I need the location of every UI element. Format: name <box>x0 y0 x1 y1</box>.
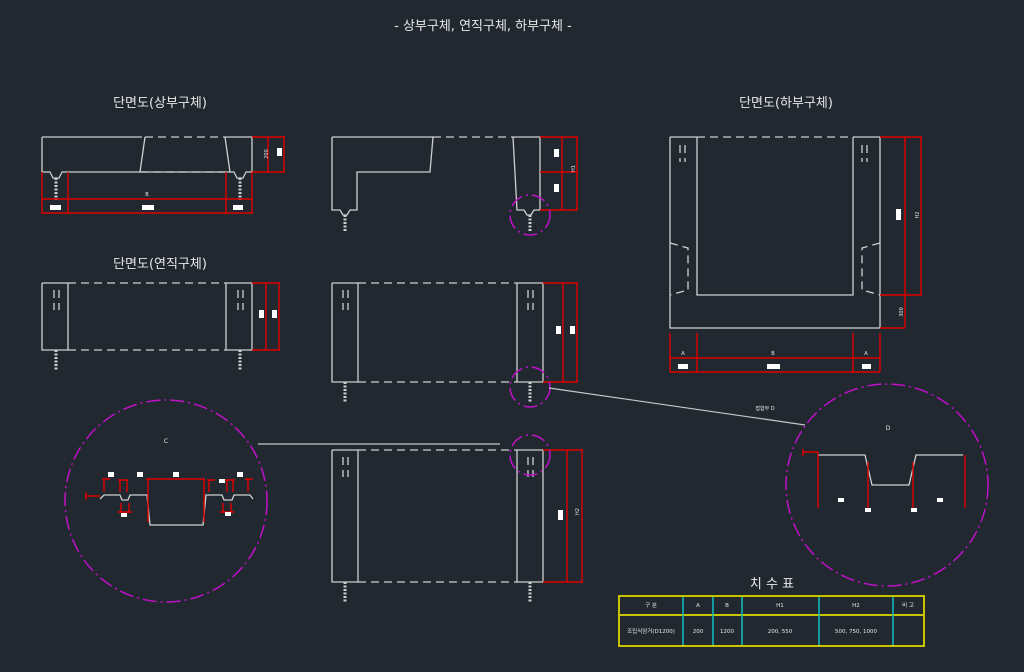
label-lower-section: 단면도(하부구체) <box>739 96 833 111</box>
leader-line-d <box>548 387 806 426</box>
table-cell: 1200 <box>720 629 734 635</box>
dim-300: 300 <box>899 307 905 317</box>
dim-h1: H1 <box>571 165 577 172</box>
dim-b-lower: B <box>771 351 775 357</box>
table-header-a: A <box>696 603 700 609</box>
table-cell: 200 <box>693 629 704 635</box>
dim-h2-lower: H2 <box>915 212 921 219</box>
lower-section-drawing: A B A 300 H2 <box>669 136 922 373</box>
detail-circle-marker <box>509 194 551 236</box>
label-vertical-section: 단면도(연직구체) <box>113 257 207 272</box>
drawing-title: - 상부구체, 연직구체, 하부구체 - <box>394 19 572 34</box>
table-cell: 500, 750, 1000 <box>835 629 877 635</box>
dim-a-left: A <box>681 351 685 357</box>
detail-circle-marker <box>509 434 551 476</box>
table-cell: 조립식암거(D1200) <box>627 627 675 635</box>
label-upper-section: 단면도(상부구체) <box>113 96 207 111</box>
dim-a-right: A <box>864 351 868 357</box>
vertical-middle-drawing <box>331 282 578 408</box>
detail-d: D <box>785 383 989 587</box>
table-header-note: 비 고 <box>902 601 914 609</box>
vertical-bottom-drawing: H2 <box>331 434 583 602</box>
dim-h2: H2 <box>575 508 581 515</box>
dim-b: B <box>145 192 149 198</box>
detail-c-label: C <box>164 438 168 445</box>
table-cell: 200, 550 <box>768 629 793 635</box>
table-header-h2: H2 <box>852 603 860 609</box>
table-title: 치 수 표 <box>750 577 794 592</box>
detail-circle-marker <box>509 366 551 408</box>
table-header-category: 구 분 <box>645 602 657 609</box>
table-header-h1: H1 <box>776 603 784 609</box>
upper-side-drawing: H1 <box>331 136 578 236</box>
leader-label: 접합부 D <box>755 405 774 412</box>
dim-200: 200 <box>264 149 270 159</box>
table-header-b: B <box>725 603 729 609</box>
dimension-table: 치 수 표 구 분 A B H1 H2 비 고 조립식암거(D1200) 200… <box>618 577 925 647</box>
detail-c: C <box>64 399 268 603</box>
vertical-section-drawing <box>41 282 280 370</box>
upper-section-drawing: B 200 <box>41 136 285 214</box>
detail-d-label: D <box>886 425 891 432</box>
